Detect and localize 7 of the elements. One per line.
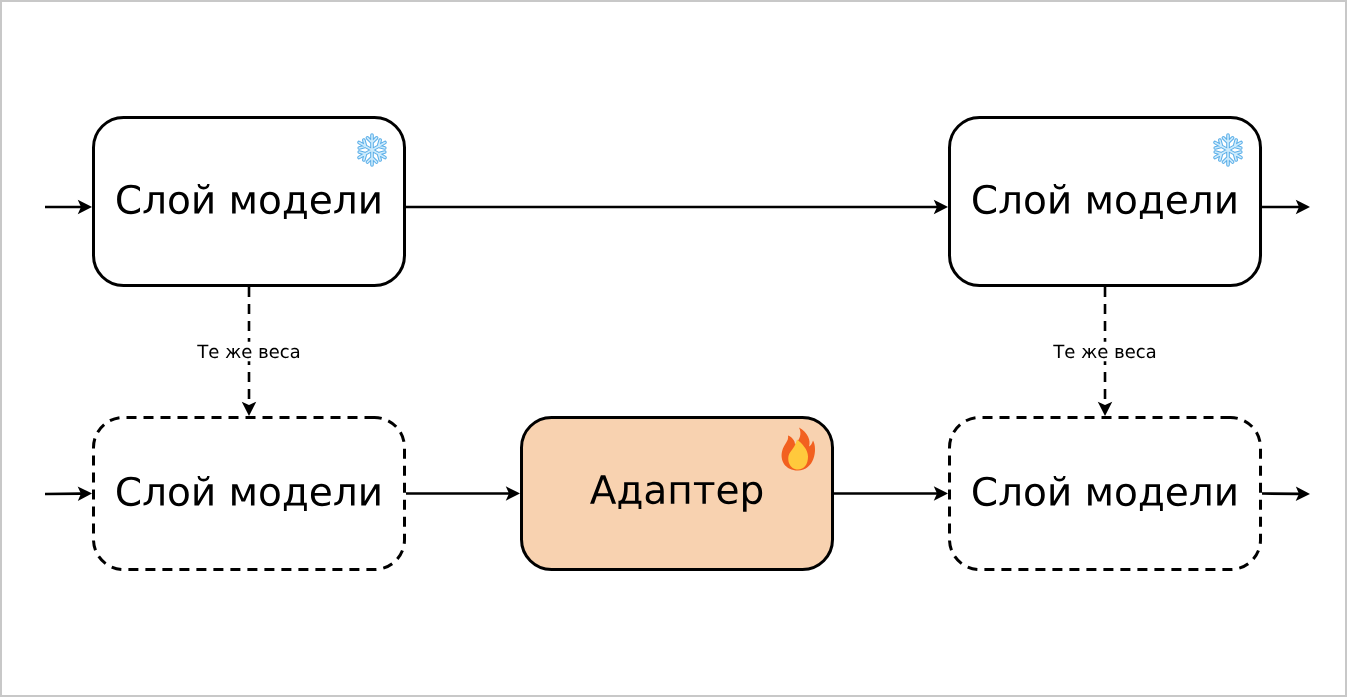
process-box: Слой модели <box>92 116 406 287</box>
edge-label: Те же веса <box>194 341 304 362</box>
dashed-box: Слой модели <box>948 416 1262 571</box>
dashed-box: Слой модели <box>92 416 406 571</box>
process-box: Адаптер <box>520 416 834 571</box>
process-box: Слой модели <box>948 116 1262 287</box>
edge-label: Те же веса <box>1050 341 1160 362</box>
